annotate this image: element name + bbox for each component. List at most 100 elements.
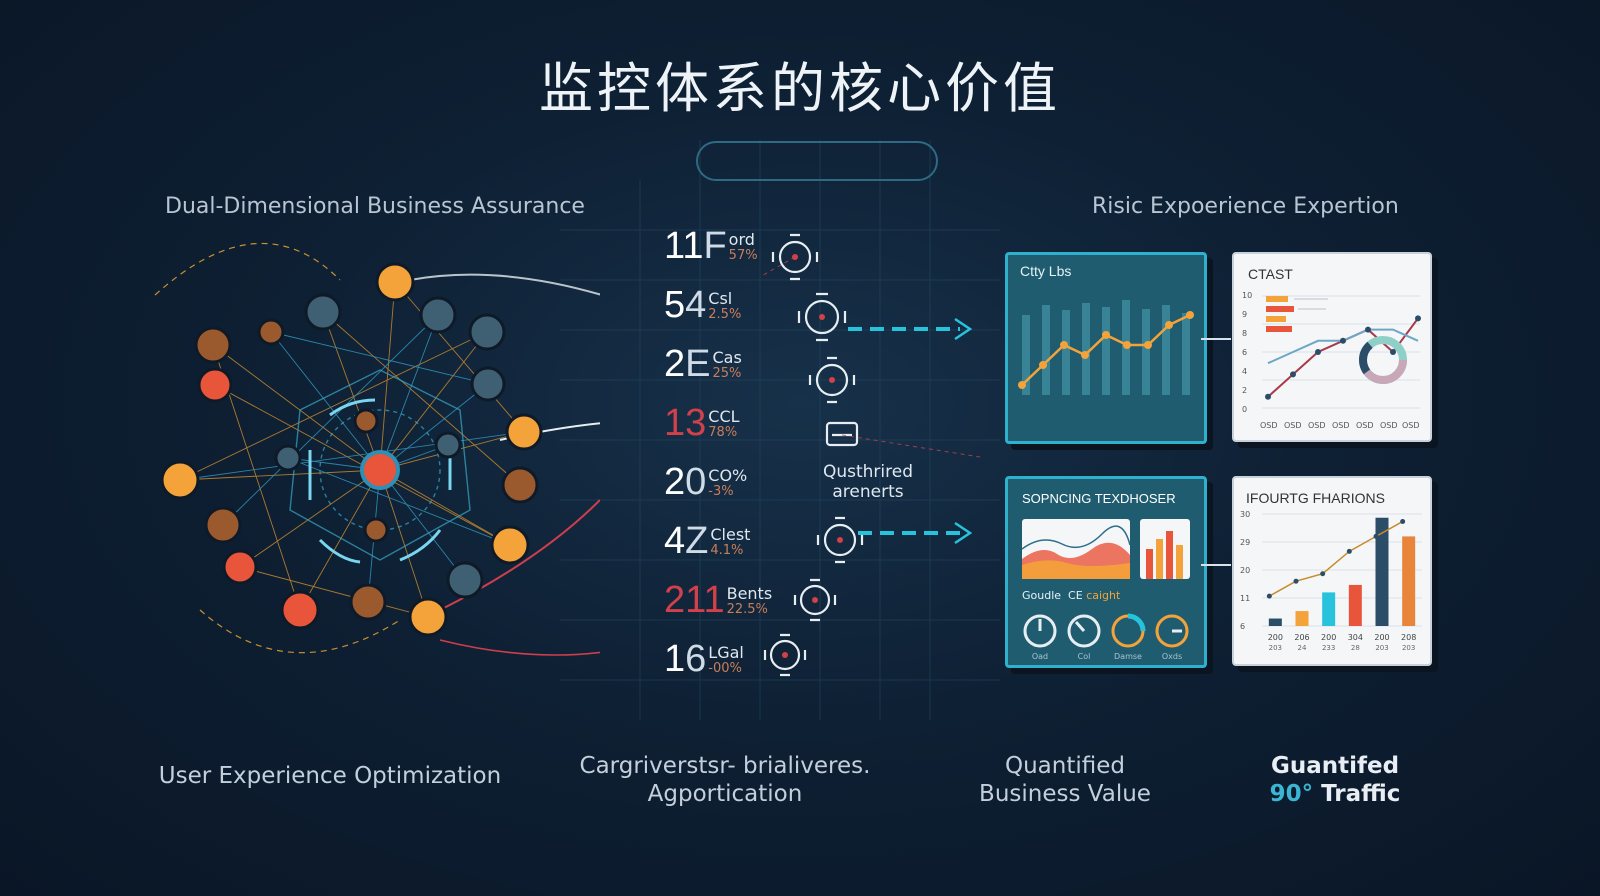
metric-percent: 2.5% — [708, 306, 742, 322]
chart-point — [1293, 578, 1299, 584]
gauge-icon — [1067, 614, 1101, 648]
network-node — [470, 366, 506, 402]
network-node — [375, 262, 415, 302]
svg-text:OSD: OSD — [1356, 421, 1374, 430]
svg-text:OSD: OSD — [1380, 421, 1398, 430]
center-label: Qusthrired arenerts — [822, 462, 914, 502]
svg-text:OSD: OSD — [1308, 421, 1326, 430]
gear-icon — [816, 516, 864, 564]
connector-line — [1201, 338, 1231, 340]
chart-point — [1320, 571, 1326, 577]
gauge-label: Oxds — [1162, 652, 1182, 661]
metric-label: Csl — [708, 288, 733, 308]
metric-label: LGal — [708, 642, 744, 662]
bottom-label-user-experience: User Experience Optimization — [158, 763, 502, 789]
chart-bar — [1322, 592, 1336, 626]
metric-value: 2E — [664, 343, 711, 385]
chart-point — [1266, 593, 1272, 599]
chart-bar — [1375, 517, 1389, 626]
metric-label: Cas — [712, 347, 742, 367]
metric-percent: 78% — [708, 424, 738, 440]
chart-point — [1415, 315, 1421, 322]
chart-bar — [1268, 618, 1282, 626]
network-node — [505, 413, 543, 451]
gear-icon — [793, 578, 837, 622]
svg-text:OSD: OSD — [1332, 421, 1350, 430]
network-node — [197, 367, 233, 403]
x-tick-label: 208 — [1401, 633, 1416, 642]
panel-1-chart — [1018, 300, 1194, 395]
network-node — [204, 506, 242, 544]
metric-value: 211 — [664, 579, 725, 621]
metric-label: Clest — [710, 524, 751, 544]
chart-point — [1315, 349, 1321, 355]
metric-value: 11F — [664, 225, 727, 267]
y-tick-label: 0 — [1242, 405, 1247, 414]
network-node — [419, 296, 457, 334]
network-node — [468, 313, 506, 351]
metric-label: CCL — [708, 406, 740, 426]
network-node — [434, 431, 462, 459]
page-title: 监控体系的核心价值 — [539, 57, 1061, 120]
y-tick-label: 30 — [1240, 510, 1250, 519]
chart-point — [1081, 351, 1089, 359]
network-node-center — [360, 450, 400, 490]
metric-label: Bents — [726, 583, 773, 603]
gauge-label: Damse — [1114, 652, 1142, 661]
x-tick-label: 28 — [1351, 644, 1360, 652]
network-node — [160, 460, 200, 500]
svg-text:OSD: OSD — [1402, 421, 1420, 430]
metric-value: 54 — [664, 284, 707, 326]
network-node — [257, 318, 285, 346]
network-graph — [154, 242, 600, 656]
bottom-label-traffic: Guantifed 90° Traffic — [1269, 753, 1401, 807]
gauge-label: Col — [1078, 652, 1091, 661]
x-tick-label: 24 — [1298, 644, 1307, 652]
gauge-icon — [1023, 614, 1057, 648]
x-tick-label: 203 — [1375, 644, 1388, 652]
chart-point — [1144, 341, 1152, 349]
panel-title: IFOURTG FHARIONS — [1246, 490, 1385, 506]
chart-point — [1039, 361, 1047, 369]
metric-percent: -00% — [708, 660, 742, 676]
panel-title: Ctty Lbs — [1020, 263, 1072, 279]
connector-line — [1201, 564, 1231, 566]
gear-icon — [763, 633, 807, 677]
metric-percent: 22.5% — [726, 601, 768, 617]
gauge-icon — [1155, 614, 1189, 648]
y-tick-label: 20 — [1240, 566, 1250, 575]
chart-bar — [1402, 536, 1416, 626]
network-node — [194, 326, 232, 364]
chart-series-line — [1268, 520, 1404, 597]
metric-value: 4Z — [664, 520, 709, 562]
gauge-label: Oad — [1032, 652, 1048, 661]
panel-3-gauges: Oad Col Damse Oxds — [1023, 613, 1189, 661]
left-heading: Dual-Dimensional Business Assurance — [165, 194, 585, 219]
svg-text:OSD: OSD — [1284, 421, 1302, 430]
network-node — [446, 561, 484, 599]
y-tick-label: 11 — [1240, 594, 1250, 603]
chart-point — [1060, 341, 1068, 349]
chart-point — [1265, 393, 1271, 400]
chart-point — [1340, 337, 1346, 344]
x-tick-label: 203 — [1269, 644, 1282, 652]
panel-title: SOPNCING TEXDHOSER — [1022, 491, 1176, 506]
chart-point — [1346, 548, 1352, 554]
metric-percent: 25% — [712, 365, 742, 381]
gear-icon — [771, 233, 819, 281]
bottom-label-cargriverstsr: Cargriverstsr- brialiveres.Agportication — [579, 753, 871, 807]
x-tick-label: 304 — [1348, 633, 1363, 642]
metric-percent: 57% — [728, 247, 758, 263]
network-node — [353, 408, 379, 434]
donut-chart — [1359, 336, 1407, 384]
chart-point — [1373, 533, 1379, 539]
